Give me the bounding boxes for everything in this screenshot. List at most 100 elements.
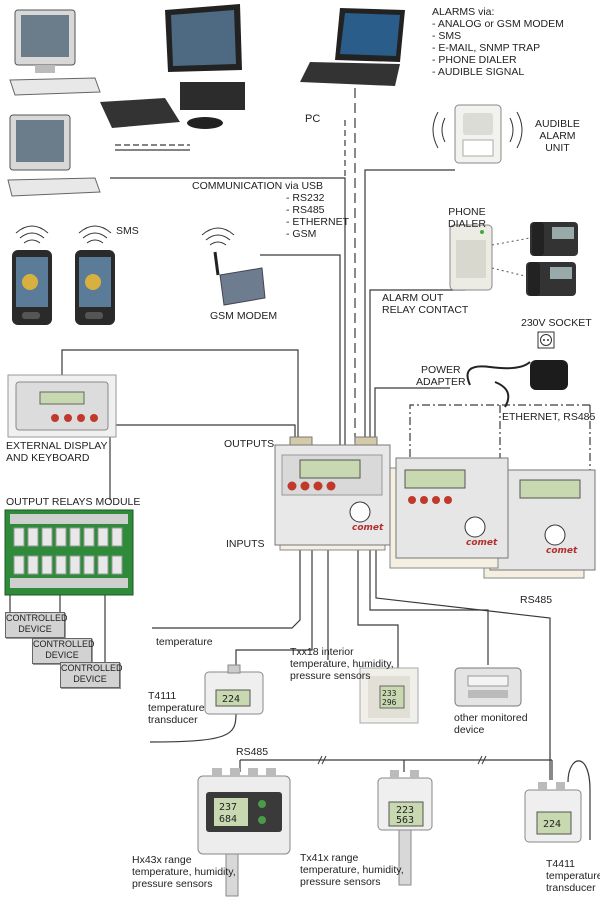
txx18-label: Txx18 interior temperature, humidity, pr… xyxy=(290,646,394,682)
hx43x-line: pressure sensors xyxy=(132,878,213,890)
alarms-via-item: - ANALOG or GSM MODEM xyxy=(432,18,564,30)
power-socket-icon xyxy=(537,331,555,349)
hx43x-sensor-icon xyxy=(197,768,291,897)
t4411-line: temperature xyxy=(546,870,600,882)
audible-alarm-unit-label: AUDIBLE ALARM UNIT xyxy=(535,118,580,154)
t4411-display-value: 224 xyxy=(543,819,561,830)
relay-module-board xyxy=(4,509,134,596)
audible-alarm-unit-icon xyxy=(432,104,523,164)
communication-item: - RS232 xyxy=(286,192,325,204)
power-adapter-line: ADAPTER xyxy=(416,376,466,388)
smartphone-icon xyxy=(75,225,115,325)
communication-label: COMMUNICATION via USB - RS232 - RS485 - … xyxy=(192,180,349,240)
txx18-line: temperature, humidity, xyxy=(290,658,394,670)
data-logger-icon xyxy=(274,436,391,551)
communication-item: - GSM xyxy=(286,228,317,240)
t4111-transducer-icon xyxy=(204,664,264,715)
controlled-device-line: CONTROLLED xyxy=(33,639,95,649)
gsm-modem-icon xyxy=(201,227,266,306)
temperature-probe-label: temperature xyxy=(156,636,213,648)
alarms-via-item: - E-MAIL, SNMP TRAP xyxy=(432,42,541,54)
phone-dialer-line: PHONE xyxy=(448,206,486,218)
t4411-label: T4411 temperature transducer xyxy=(546,858,600,894)
tx41x-display-bottom: 563 xyxy=(396,815,414,826)
communication-item: - ETHERNET xyxy=(286,216,349,228)
logger-brand-logo: comet xyxy=(466,538,498,548)
other-device-line: device xyxy=(454,724,485,736)
desk-phone-icon xyxy=(526,262,576,296)
logger-brand-logo: comet xyxy=(352,523,384,533)
alarms-via-item: - SMS xyxy=(432,30,462,42)
alarm-out-label: ALARM OUT RELAY CONTACT xyxy=(382,292,468,316)
communication-item: - RS485 xyxy=(286,204,325,216)
alarms-via-list: ALARMS via: - ANALOG or GSM MODEM - SMS … xyxy=(432,6,564,78)
phone-dialer-line: DIALER xyxy=(448,218,486,230)
tx41x-sensor-icon xyxy=(377,770,433,886)
txx18-line: Txx18 interior xyxy=(290,646,354,658)
inputs-label: INPUTS xyxy=(226,538,265,550)
audible-alarm-unit-line: AUDIBLE xyxy=(535,118,580,130)
power-adapter-icon xyxy=(466,360,568,408)
alarm-out-line: RELAY CONTACT xyxy=(382,304,469,316)
t4111-line: transducer xyxy=(148,714,198,726)
phone-dialer-icon xyxy=(449,224,493,291)
hx43x-line: temperature, humidity, xyxy=(132,866,236,878)
outputs-label: OUTPUTS xyxy=(224,438,275,450)
laptop-icon xyxy=(300,8,405,86)
tx41x-label: Tx41x range temperature, humidity, press… xyxy=(300,852,404,888)
external-display-icon xyxy=(7,374,117,438)
ethernet-rs485-label: ETHERNET, RS485 xyxy=(502,411,596,423)
sms-label: SMS xyxy=(116,225,139,237)
controlled-device-box: CONTROLLED DEVICE xyxy=(60,662,123,688)
t4411-transducer-icon xyxy=(524,782,582,843)
alarms-via-title: ALARMS via: xyxy=(432,6,495,18)
txx18-line: pressure sensors xyxy=(290,670,371,682)
bus-break-marks xyxy=(317,755,487,765)
alarms-via-item: - AUDIBLE SIGNAL xyxy=(432,66,525,78)
txx18-display-bottom: 296 xyxy=(382,698,397,707)
controlled-device-box: CONTROLLED DEVICE xyxy=(5,612,68,638)
t4411-line: transducer xyxy=(546,882,596,894)
txx18-display-top: 233 xyxy=(382,689,397,698)
desk-phone-icon xyxy=(530,222,578,256)
t4111-label: T4111 temperature transducer xyxy=(148,690,205,726)
txx18-sensor-icon xyxy=(359,667,419,724)
output-relays-module-label: OUTPUT RELAYS MODULE xyxy=(6,496,141,508)
t4111-line: temperature xyxy=(148,702,205,714)
t4411-line: T4411 xyxy=(546,858,575,870)
tx41x-line: Tx41x range xyxy=(300,852,359,864)
hx43x-line: Hx43x range xyxy=(132,854,192,866)
t4111-display-value: 224 xyxy=(222,694,240,705)
pc-label: PC xyxy=(305,113,321,125)
other-device-label: other monitored device xyxy=(454,712,528,736)
data-logger-icon xyxy=(389,457,509,569)
controlled-device-line: CONTROLLED xyxy=(61,663,123,673)
audible-alarm-unit-line: UNIT xyxy=(545,142,570,154)
smartphone-icon xyxy=(12,225,52,325)
external-display-line: AND KEYBOARD xyxy=(6,452,90,464)
external-display-label: EXTERNAL DISPLAY AND KEYBOARD xyxy=(6,440,108,464)
desktop-computer-icon xyxy=(7,114,101,197)
tx41x-line: pressure sensors xyxy=(300,876,381,888)
phone-dotted-lines xyxy=(491,237,531,277)
audible-alarm-unit-line: ALARM xyxy=(539,130,576,142)
other-device-line: other monitored xyxy=(454,712,528,724)
alarms-via-item: - PHONE DIALER xyxy=(432,54,517,66)
communication-title: COMMUNICATION via USB xyxy=(192,180,324,192)
tx41x-display-top: 223 xyxy=(396,805,414,816)
logger-brand-logo: comet xyxy=(546,546,578,556)
rs485-right-label: RS485 xyxy=(520,594,553,606)
hx43x-label: Hx43x range temperature, humidity, press… xyxy=(132,854,236,890)
power-adapter-line: POWER xyxy=(420,364,461,376)
alarm-out-line: ALARM OUT xyxy=(382,292,444,304)
controlled-device-line: DEVICE xyxy=(18,624,52,634)
t4111-line: T4111 xyxy=(148,690,177,702)
phone-dialer-label: PHONE DIALER xyxy=(448,206,486,230)
controlled-device-box: CONTROLLED DEVICE xyxy=(32,638,95,664)
controlled-device-line: DEVICE xyxy=(73,674,107,684)
hx43x-display-bottom: 684 xyxy=(219,814,237,825)
external-display-line: EXTERNAL DISPLAY xyxy=(6,440,108,452)
controlled-device-line: CONTROLLED xyxy=(6,613,68,623)
rs485-bottom-label: RS485 xyxy=(236,746,269,758)
desktop-computer-icon xyxy=(9,9,101,96)
